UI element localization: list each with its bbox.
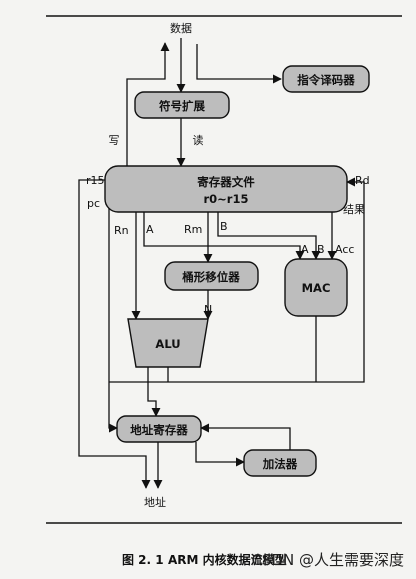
label-rd: Rd — [355, 174, 370, 187]
figure-title: ARM 内核数据流模型 — [168, 552, 287, 567]
wire-data-to-decoder — [196, 44, 282, 84]
alu-shape — [127, 318, 209, 368]
mac-box — [284, 258, 348, 317]
barrel-shifter-box — [164, 261, 259, 291]
csdn-watermark: CSDN @人生需要深度 — [251, 551, 404, 569]
instr-decoder-label: 指令译码器 — [297, 73, 355, 87]
label-address: 地址 — [144, 495, 166, 509]
wire-a-mac — [143, 212, 305, 260]
figure-number: 图 2. 1 — [122, 553, 164, 567]
label-acc: Acc — [335, 243, 354, 256]
address-register-box — [116, 415, 202, 443]
label-pc: pc — [87, 197, 100, 210]
label-r15: r15 — [86, 174, 105, 187]
label-b-mac: B — [317, 243, 325, 256]
address-register-label: 地址寄存器 — [130, 423, 188, 437]
label-result: 结果 — [343, 203, 365, 216]
label-rn: Rn — [114, 224, 129, 237]
label-data: 数据 — [170, 21, 192, 35]
wire-r15-addr — [78, 179, 151, 489]
label-n: N — [204, 303, 212, 316]
wire-inc-back — [200, 423, 291, 450]
wire-addr-inc — [195, 442, 245, 467]
incrementer-box — [243, 449, 317, 477]
label-write: 写 — [109, 134, 120, 147]
sign-extend-label: 符号扩展 — [159, 99, 205, 113]
label-b-top: B — [220, 220, 228, 233]
wire-write — [126, 42, 170, 168]
label-read: 读 — [193, 133, 204, 147]
label-a-mac: A — [301, 243, 309, 256]
instr-decoder-box — [282, 65, 370, 93]
label-rm: Rm — [184, 223, 202, 236]
wire-pc-addr — [108, 205, 118, 433]
wire-result-bus — [109, 177, 365, 383]
barrel-shifter-label: 桶形移位器 — [181, 270, 240, 284]
wire-alu-addr — [147, 367, 161, 417]
wire-b-mac — [217, 212, 321, 260]
register-file-title: 寄存器文件 — [197, 175, 255, 189]
sign-extend-box — [134, 91, 230, 119]
alu-label: ALU — [155, 337, 180, 351]
label-a-top: A — [146, 223, 154, 236]
mac-label: MAC — [302, 281, 331, 295]
register-file-range: r0~r15 — [204, 192, 249, 206]
register-file-box — [104, 165, 348, 213]
incrementer-label: 加法器 — [262, 457, 298, 471]
